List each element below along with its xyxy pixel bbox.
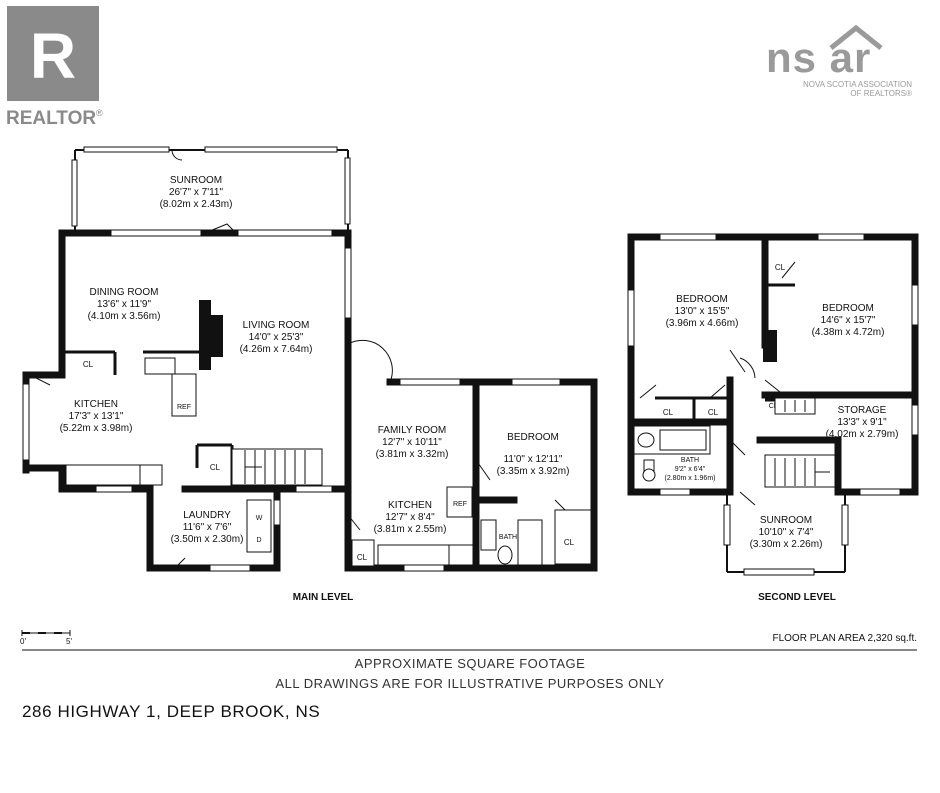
main-room-name: DINING ROOM <box>90 287 159 298</box>
second-level-label: SECOND LEVEL <box>758 592 836 603</box>
second-level-room-labels: BEDROOM 13'0" x 15'5" (3.96m x 4.66m) BE… <box>663 263 899 550</box>
main-room-metric: (5.22m x 3.98m) <box>60 423 133 434</box>
second-level-doors <box>639 261 796 506</box>
chimney <box>205 315 223 357</box>
second-room-metric: (2.80m x 1.96m) <box>665 475 716 482</box>
realtor-logo-block <box>7 6 99 101</box>
note-illustrative: ALL DRAWINGS ARE FOR ILLUSTRATIVE PURPOS… <box>275 676 665 691</box>
main-room-metric: (3.50m x 2.30m) <box>171 534 244 545</box>
realtor-logo: R REALTOR ® <box>6 6 103 129</box>
closet-tag: CL <box>210 463 221 472</box>
scale-zero-label: 0' <box>20 637 26 646</box>
main-room-imperial: 13'6" x 11'9" <box>97 299 152 310</box>
refrigerator-tag: REF <box>177 404 191 411</box>
nsar-roof-icon <box>829 24 883 50</box>
main-room-name: LAUNDRY <box>183 510 231 521</box>
main-room-imperial: 17'3" x 13'1" <box>69 411 124 422</box>
main-room-name: FAMILY ROOM <box>378 425 447 436</box>
refrigerator-tag: REF <box>453 501 467 508</box>
main-level-windows <box>22 229 561 572</box>
nsar-line2: OF REALTORS® <box>850 89 912 98</box>
closet-tag: CL <box>663 408 674 417</box>
second-level-chimney <box>763 330 777 362</box>
second-room-name: BEDROOM <box>676 294 728 305</box>
bath-tag: BATH <box>499 534 517 541</box>
main-stairs <box>244 450 306 484</box>
second-room-imperial: 10'10" x 7'4" <box>759 527 814 538</box>
closet-tag-short: Cl <box>769 403 776 410</box>
main-room-name: BEDROOM <box>507 432 559 443</box>
realtor-registered-mark: ® <box>96 108 103 118</box>
property-address: 286 HIGHWAY 1, DEEP BROOK, NS <box>22 702 321 721</box>
washer-tag: W <box>256 515 263 522</box>
nsar-line1: NOVA SCOTIA ASSOCIATION <box>803 80 912 89</box>
main-room-name: SUNROOM <box>170 175 222 186</box>
main-level-room-labels: SUNROOM 26'7" x 7'11" (8.02m x 2.43m) DI… <box>60 175 575 562</box>
second-stairs <box>774 400 830 486</box>
nsar-logo-text: ns ar <box>766 34 871 81</box>
main-room-imperial: 11'6" x 7'6" <box>183 522 232 533</box>
second-room-name: STORAGE <box>838 405 887 416</box>
main-room-metric: (3.35m x 3.92m) <box>497 466 570 477</box>
main-room-imperial: 12'7" x 8'4" <box>385 512 435 523</box>
second-room-name: BATH <box>681 457 699 464</box>
realtor-word: REALTOR <box>6 108 96 129</box>
main-room-name: KITCHEN <box>74 399 118 410</box>
second-room-metric: (4.38m x 4.72m) <box>812 327 885 338</box>
main-room-metric: (3.81m x 2.55m) <box>374 524 447 535</box>
second-level-fixtures <box>633 397 836 488</box>
note-approximate-footage: APPROXIMATE SQUARE FOOTAGE <box>354 656 586 671</box>
main-level-plan <box>22 146 598 572</box>
main-level-doors <box>29 149 571 569</box>
second-room-metric: (3.96m x 4.66m) <box>666 318 739 329</box>
sunroom-windows <box>71 146 351 227</box>
realtor-r-letter: R <box>30 20 76 92</box>
second-level-windows <box>627 233 919 576</box>
main-level-fixtures <box>65 357 592 567</box>
second-room-metric: (4.02m x 2.79m) <box>826 429 899 440</box>
main-room-metric: (3.81m x 3.32m) <box>376 449 449 460</box>
main-room-metric: (4.10m x 3.56m) <box>88 311 161 322</box>
second-room-name: SUNROOM <box>760 515 812 526</box>
main-room-imperial: 26'7" x 7'11" <box>169 187 224 198</box>
closet-tag: CL <box>775 263 786 272</box>
second-room-imperial: 13'0" x 15'5" <box>675 306 730 317</box>
main-room-metric: (4.26m x 7.64m) <box>240 344 313 355</box>
nsar-logo: ns ar NOVA SCOTIA ASSOCIATION OF REALTOR… <box>766 24 912 98</box>
closet-tag: CL <box>357 553 368 562</box>
second-room-metric: (3.30m x 2.26m) <box>750 539 823 550</box>
second-room-imperial: 14'6" x 15'7" <box>821 315 876 326</box>
main-room-name: LIVING ROOM <box>243 320 310 331</box>
scale-bar: 0' 5' <box>20 630 72 646</box>
second-room-imperial: 13'3" x 9'1" <box>837 417 887 428</box>
main-room-imperial: 14'0" x 25'3" <box>249 332 304 343</box>
closet-tag: CL <box>564 538 575 547</box>
main-level-label: MAIN LEVEL <box>293 592 354 603</box>
floor-plan-area: FLOOR PLAN AREA 2,320 sq.ft. <box>772 633 917 644</box>
main-room-imperial: 12'7" x 10'11" <box>382 437 442 448</box>
main-room-name: KITCHEN <box>388 500 432 511</box>
second-level-plan <box>627 233 919 576</box>
closet-tag: CL <box>708 408 719 417</box>
second-room-imperial: 9'2" x 6'4" <box>675 466 706 473</box>
main-room-metric: (8.02m x 2.43m) <box>160 199 233 210</box>
second-room-name: BEDROOM <box>822 303 874 314</box>
second-level-partitions <box>655 283 795 422</box>
dryer-tag: D <box>256 537 261 544</box>
scale-five-label: 5' <box>66 637 72 646</box>
closet-tag: CL <box>83 360 94 369</box>
main-room-imperial: 11'0" x 12'11" <box>504 454 563 465</box>
